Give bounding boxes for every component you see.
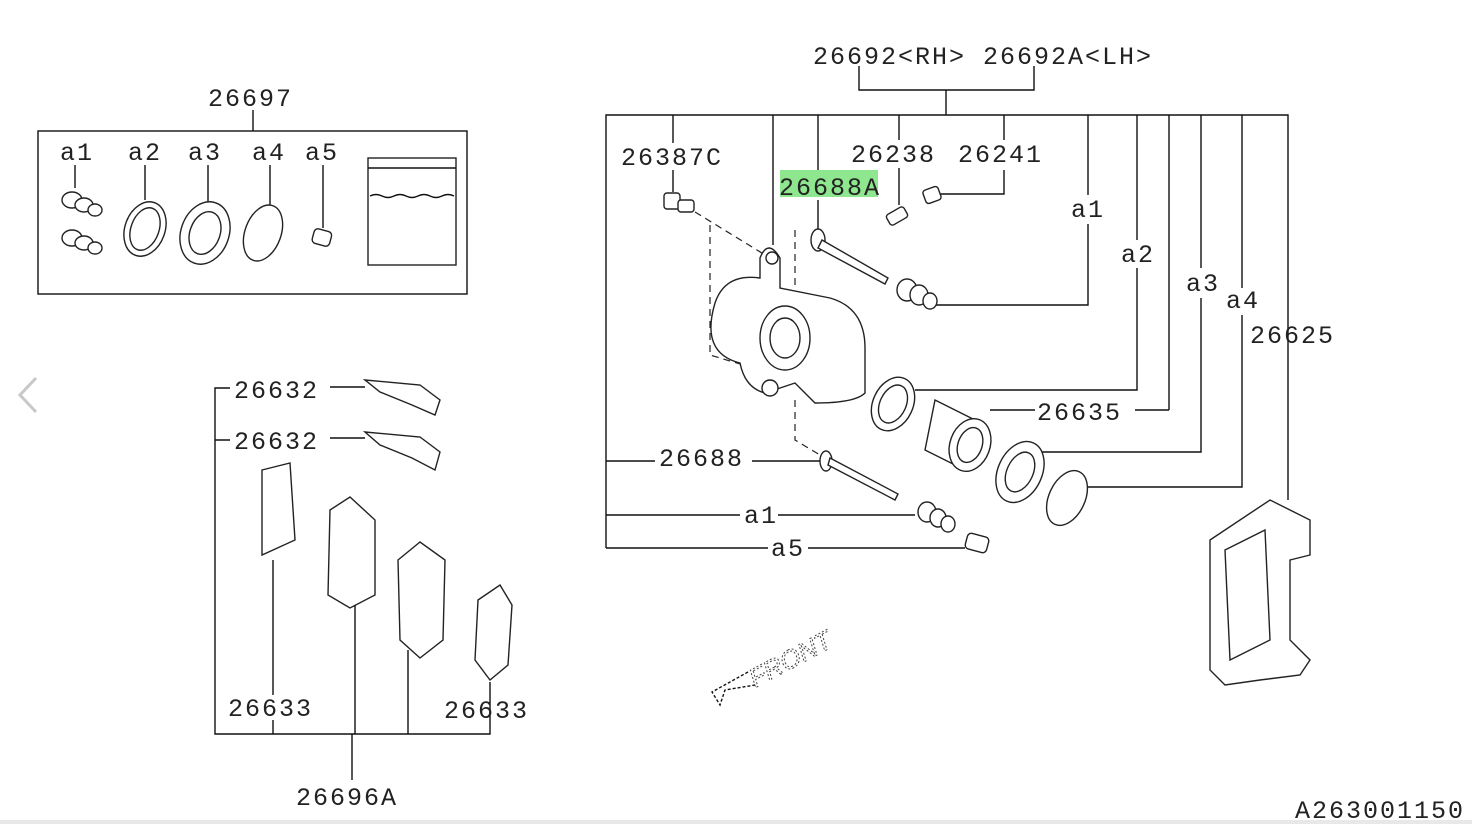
guide-pin-lower — [819, 450, 899, 501]
caliper-assembly-label[interactable]: 26692<RH> 26692A<LH> — [813, 43, 1153, 72]
pad-inner — [327, 496, 376, 609]
label-26241[interactable]: 26241 — [958, 141, 1043, 170]
part-26238 — [885, 206, 909, 226]
label-a3[interactable]: a3 — [1186, 270, 1220, 299]
chevron-left-icon — [17, 376, 38, 414]
kit-item-a2[interactable]: a2 — [128, 139, 162, 168]
label-26696a[interactable]: 26696A — [296, 784, 398, 813]
piston — [924, 398, 992, 472]
highlight-26688a — [780, 170, 878, 197]
label-lower-a1[interactable]: a1 — [744, 502, 778, 531]
part-26241 — [922, 185, 942, 205]
boot-lower — [917, 501, 956, 533]
diagram-code: A263001150 — [1295, 797, 1465, 824]
bushing — [311, 228, 333, 247]
label-26635[interactable]: 26635 — [1037, 399, 1122, 428]
kit-box: 26697 a1 a2 a3 a4 a5 — [37, 85, 468, 295]
label-26625[interactable]: 26625 — [1250, 322, 1335, 351]
front-marker: FRONT — [711, 623, 839, 707]
label-26633-right[interactable]: 26633 — [444, 697, 529, 726]
bottom-bar — [0, 820, 1472, 824]
pad-outer — [397, 541, 446, 659]
label-upper-a1[interactable]: a1 — [1071, 196, 1105, 225]
boot-parts — [61, 191, 103, 255]
label-26688a[interactable]: 26688A — [779, 174, 881, 203]
support-bracket — [1209, 499, 1311, 686]
pad-set-group: 26632 26632 26633 26633 26696A — [214, 377, 529, 813]
label-a2[interactable]: a2 — [1121, 241, 1155, 270]
previous-button[interactable] — [10, 372, 44, 418]
label-a4[interactable]: a4 — [1226, 287, 1260, 316]
snap-ring — [1045, 469, 1089, 527]
bleeder-screw — [663, 192, 695, 213]
label-26632-lower[interactable]: 26632 — [234, 428, 319, 457]
caliper-body — [710, 247, 866, 404]
kit-label[interactable]: 26697 — [208, 85, 293, 114]
shim-left — [261, 462, 296, 557]
caliper-group: 26692<RH> 26692A<LH> 26387C 26238 26241 … — [605, 43, 1335, 707]
bushing-lower — [964, 532, 990, 554]
kit-item-a5[interactable]: a5 — [305, 139, 339, 168]
label-26632-upper[interactable]: 26632 — [234, 377, 319, 406]
front-label: FRONT — [744, 624, 839, 694]
retaining-ring — [242, 204, 284, 262]
label-26688[interactable]: 26688 — [659, 445, 744, 474]
pad-clip-lower — [362, 431, 441, 472]
guide-pin-upper — [810, 228, 889, 285]
grease-pack — [367, 157, 457, 266]
label-26633-left[interactable]: 26633 — [228, 695, 313, 724]
kit-item-a4[interactable]: a4 — [252, 139, 286, 168]
label-26238[interactable]: 26238 — [851, 141, 936, 170]
kit-item-a3[interactable]: a3 — [188, 139, 222, 168]
label-26387c[interactable]: 26387C — [621, 144, 723, 173]
pad-clip-upper — [362, 379, 441, 416]
label-lower-a5[interactable]: a5 — [771, 535, 805, 564]
shim-right — [474, 584, 513, 682]
boot-upper — [896, 278, 938, 310]
kit-item-a1[interactable]: a1 — [60, 139, 94, 168]
